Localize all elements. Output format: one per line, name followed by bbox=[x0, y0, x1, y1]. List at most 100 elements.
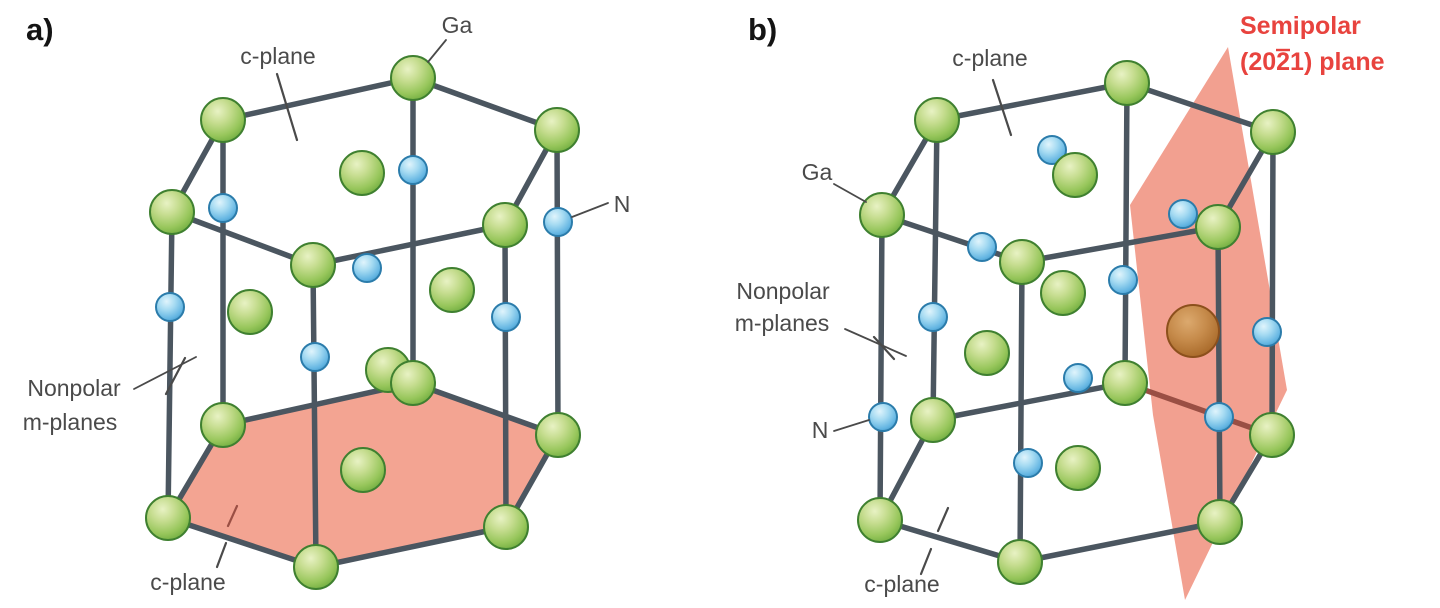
n-atom bbox=[1168, 199, 1198, 229]
m-planes-leader bbox=[844, 328, 907, 357]
ga-atom bbox=[290, 242, 336, 288]
bond bbox=[313, 524, 509, 570]
semipolar-plane-label: Semipolar (2021) plane bbox=[1240, 12, 1385, 76]
bond bbox=[879, 212, 1025, 265]
m-planes-tick bbox=[872, 335, 896, 361]
m-planes-label-line2: m-planes bbox=[23, 409, 118, 435]
bond bbox=[169, 209, 316, 268]
ga-atom bbox=[859, 192, 905, 238]
n-atom bbox=[1204, 402, 1234, 432]
ga-atom bbox=[483, 504, 529, 550]
ga-atom bbox=[1197, 499, 1243, 545]
c-plane-bottom-tick-upper bbox=[936, 506, 950, 533]
n-atom bbox=[1252, 317, 1282, 347]
bond bbox=[930, 380, 1128, 423]
n-atom bbox=[1108, 265, 1138, 295]
n-atom bbox=[155, 292, 185, 322]
panel-b: b) c-plane Ga Nonpolar m-planes N c-plan… bbox=[735, 12, 1385, 600]
ga-leader bbox=[427, 39, 447, 63]
n-atom bbox=[398, 155, 428, 185]
ga-atom bbox=[293, 544, 339, 590]
semipolar-label-line1: Semipolar bbox=[1240, 12, 1361, 40]
ga-atom bbox=[227, 289, 273, 335]
bond bbox=[1215, 224, 1223, 525]
ga-label: Ga bbox=[442, 12, 473, 38]
n-atom bbox=[491, 302, 521, 332]
ga-atom bbox=[910, 397, 956, 443]
ga-atom bbox=[1055, 445, 1101, 491]
ga-leader bbox=[833, 183, 867, 203]
c-plane-top-tick bbox=[991, 78, 1013, 137]
n-label: N bbox=[614, 191, 631, 217]
bond bbox=[1122, 80, 1130, 386]
n-atom bbox=[1037, 135, 1067, 165]
n-atom bbox=[300, 342, 330, 372]
c-plane-top-label: c-plane bbox=[952, 45, 1027, 71]
ga-atom bbox=[1249, 412, 1295, 458]
ga-atom bbox=[482, 202, 528, 248]
n-atom bbox=[1063, 363, 1093, 393]
bond bbox=[930, 117, 940, 423]
m-planes-label-line1: Nonpolar bbox=[27, 375, 121, 401]
bond bbox=[310, 262, 319, 570]
bond bbox=[502, 222, 509, 530]
ga-atom bbox=[997, 539, 1043, 585]
n-leader bbox=[571, 202, 609, 218]
bond bbox=[877, 517, 1023, 565]
m-planes-label-line2: m-planes bbox=[735, 310, 830, 336]
ga-atom bbox=[999, 239, 1045, 285]
n-atom bbox=[868, 402, 898, 432]
c-plane-bottom-tick-on-plane bbox=[226, 504, 239, 528]
n-atom bbox=[208, 193, 238, 223]
ga-atom bbox=[390, 55, 436, 101]
ga-atom bbox=[200, 97, 246, 143]
ga-atom bbox=[1040, 270, 1086, 316]
n-label: N bbox=[812, 417, 829, 443]
c-plane-bottom-label: c-plane bbox=[864, 571, 939, 597]
ga-label: Ga bbox=[802, 159, 833, 185]
n-atom bbox=[967, 232, 997, 262]
ga-atom bbox=[149, 189, 195, 235]
ga-atom bbox=[390, 360, 436, 406]
labels-b: c-plane Ga Nonpolar m-planes N c-plane bbox=[735, 45, 1028, 597]
panel-b-tag: b) bbox=[748, 12, 777, 47]
ga-atom bbox=[145, 495, 191, 541]
c-plane-top-label: c-plane bbox=[240, 43, 315, 69]
bond-group-a bbox=[165, 75, 561, 570]
n-atom bbox=[543, 207, 573, 237]
bond bbox=[410, 75, 560, 133]
ga-atom bbox=[964, 330, 1010, 376]
ga-atom bbox=[914, 97, 960, 143]
semipolar-label-line2: (2021) plane bbox=[1240, 48, 1385, 76]
bond bbox=[410, 380, 561, 438]
ga-atom bbox=[429, 267, 475, 313]
n-atom bbox=[918, 302, 948, 332]
ga-atom bbox=[200, 402, 246, 448]
ga-atom bbox=[339, 150, 385, 196]
ga-atom bbox=[1195, 204, 1241, 250]
bond bbox=[220, 75, 416, 123]
c-plane-top-tick bbox=[275, 72, 299, 142]
ga-atom bbox=[857, 497, 903, 543]
panel-a: a) c-plane Ga N Nonpolar m-planes c-plan… bbox=[23, 12, 631, 595]
bond bbox=[310, 222, 508, 268]
c-plane-bottom-tick bbox=[919, 547, 933, 576]
bond bbox=[1269, 129, 1276, 438]
panel-a-tag: a) bbox=[26, 12, 54, 47]
annotation-lines-a bbox=[133, 39, 609, 569]
bond bbox=[165, 515, 319, 570]
bond bbox=[877, 212, 885, 523]
m-planes-leader bbox=[133, 356, 197, 390]
c-plane-bottom-label: c-plane bbox=[150, 569, 225, 595]
ga-atom bbox=[1102, 360, 1148, 406]
n-atom bbox=[1013, 448, 1043, 478]
bond bbox=[934, 80, 1130, 123]
ga-atom bbox=[534, 107, 580, 153]
ga-atom bbox=[1052, 152, 1098, 198]
bond bbox=[554, 127, 561, 438]
bond bbox=[165, 209, 175, 521]
ga-atom bbox=[340, 447, 386, 493]
ga-atom bbox=[1104, 60, 1150, 106]
ga-atom bbox=[1250, 109, 1296, 155]
